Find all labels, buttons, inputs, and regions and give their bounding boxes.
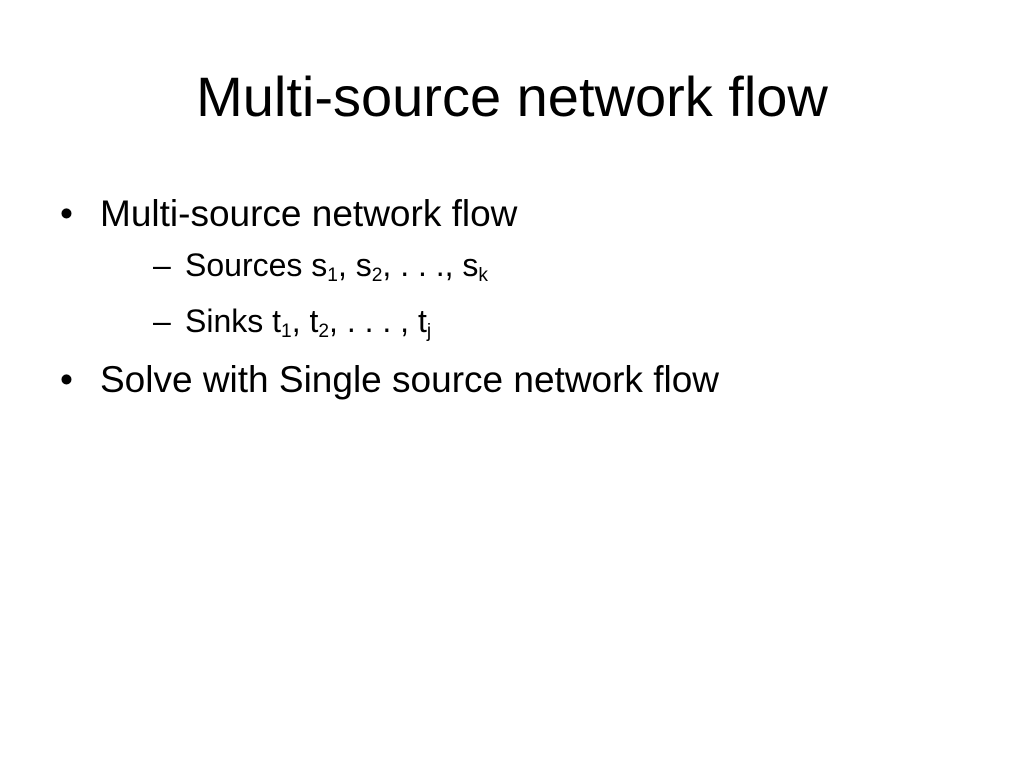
math-term-base: s [462, 247, 479, 283]
slide-title: Multi-source network flow [196, 65, 828, 128]
math-term-base: t [309, 303, 319, 339]
sub-bullet-item-sinks: – Sinks t1, t2, . . . , tj [100, 300, 980, 342]
bullet-list: • Multi-source network flow – Sources s1… [60, 190, 980, 404]
sub-bullet-marker: – [153, 247, 171, 283]
sub-bullet-marker: – [153, 303, 171, 339]
math-term-subscript: 1 [327, 264, 338, 286]
math-term-base: s [355, 247, 372, 283]
math-term-separator: , [291, 303, 310, 339]
bullet-item: • Multi-source network flow – Sources s1… [60, 190, 980, 342]
bullet-text: Solve with Single source network flow [100, 359, 720, 400]
sub-bullet-prefix: Sinks [185, 303, 273, 339]
math-term-separator: , [337, 247, 356, 283]
math-term-base: s [311, 247, 328, 283]
math-term-separator: , . . . , [329, 303, 418, 339]
bullet-marker: • [60, 359, 73, 400]
sub-bullet-prefix: Sources [185, 247, 312, 283]
math-term-subscript: 2 [371, 264, 383, 286]
math-term-subscript: j [426, 320, 432, 342]
math-term-base: t [417, 303, 427, 339]
sub-bullet-item-sources: – Sources s1, s2, . . ., sk [100, 244, 980, 286]
math-term-subscript: k [478, 264, 489, 286]
math-term-separator: , . . ., [382, 247, 463, 283]
math-term-subscript: 1 [281, 320, 292, 342]
bullet-item: • Solve with Single source network flow [60, 356, 980, 404]
math-term-base: t [272, 303, 282, 339]
sub-bullet-list: – Sources s1, s2, . . ., sk – Sinks t1, … [100, 244, 980, 342]
math-term-subscript: 2 [318, 320, 330, 342]
bullet-marker: • [60, 193, 73, 234]
bullet-text: Multi-source network flow [100, 193, 518, 234]
